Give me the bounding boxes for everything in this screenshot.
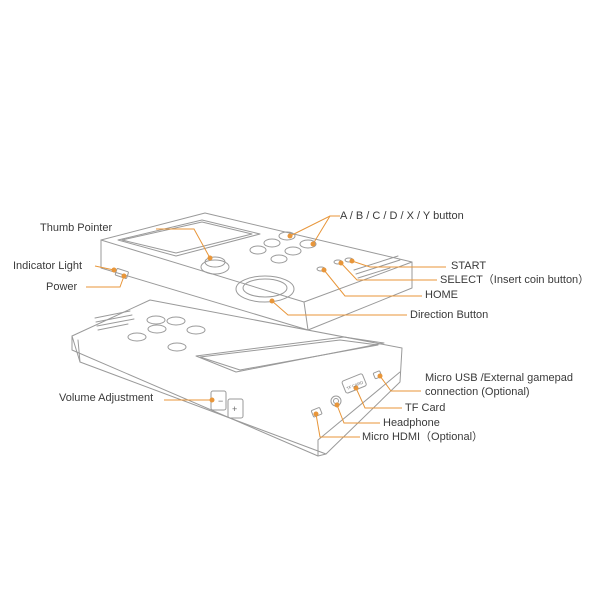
label-select: SELECT（Insert coin button） xyxy=(440,274,590,286)
device-front-view xyxy=(100,212,413,331)
label-home: HOME xyxy=(425,289,458,301)
label-micro-hdmi: Micro HDMI（Optional） xyxy=(362,431,484,443)
label-tf-card: TF Card xyxy=(405,402,446,414)
volume-minus-mark: − xyxy=(218,396,223,406)
label-headphone: Headphone xyxy=(383,417,440,429)
label-volume-adjustment: Volume Adjustment xyxy=(59,392,154,404)
label-abcdxy-button: A / B / C / D / X / Y button xyxy=(340,210,464,222)
label-micro-usb: Micro USB /External gamepad xyxy=(425,372,573,384)
volume-plus-mark: + xyxy=(232,404,237,414)
label-micro-usb-optional: connection (Optional) xyxy=(425,386,530,398)
device-back-view xyxy=(71,299,403,457)
label-indicator-light: Indicator Light xyxy=(13,260,83,272)
label-thumb-pointer: Thumb Pointer xyxy=(40,222,113,234)
tf-slot-mark: TF CARD xyxy=(346,380,364,391)
label-start: START xyxy=(451,260,487,272)
label-power: Power xyxy=(46,281,78,293)
callout-lines xyxy=(86,215,446,438)
label-direction-button: Direction Button xyxy=(410,309,489,321)
callout-dots xyxy=(111,233,383,417)
